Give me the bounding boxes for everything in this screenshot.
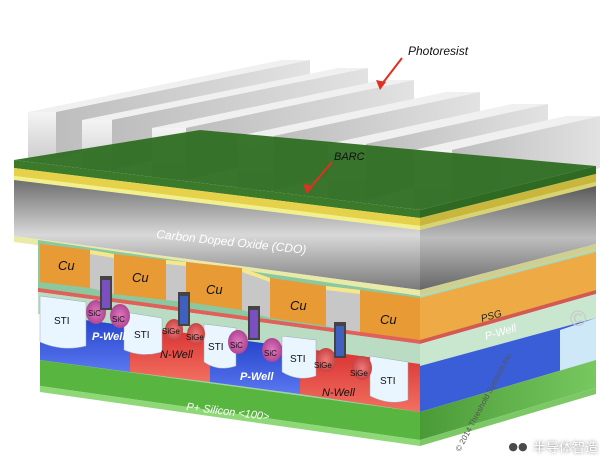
cu-label-3: Cu bbox=[206, 282, 223, 297]
cu-label-4: Cu bbox=[290, 298, 307, 313]
barc-label: BARC bbox=[334, 151, 365, 163]
copyright-symbol: © bbox=[570, 306, 586, 331]
sti-label-4: STI bbox=[290, 354, 306, 365]
substrate-layer bbox=[40, 360, 596, 446]
sige-label-1: SiGe bbox=[162, 327, 180, 336]
n-well-label-1: N-Well bbox=[160, 349, 193, 361]
p-well-label-1: P-Well bbox=[92, 331, 126, 343]
wechat-icon: ●● bbox=[508, 437, 528, 456]
cu-label-5: Cu bbox=[380, 312, 397, 327]
sige-label-2: SiGe bbox=[186, 333, 204, 342]
sti-label-3: STI bbox=[208, 342, 224, 353]
sic-label-4: SiC bbox=[264, 349, 277, 358]
p-well-label-2: P-Well bbox=[240, 371, 274, 383]
cu-label-2: Cu bbox=[132, 270, 149, 285]
sti-blocks bbox=[39, 295, 409, 403]
photoresist-arrow bbox=[376, 57, 403, 90]
gate-stacks bbox=[100, 276, 346, 358]
watermark: ●● 半导体智造 bbox=[508, 437, 598, 456]
cu-label-1: Cu bbox=[58, 258, 75, 273]
photoresist-label: Photoresist bbox=[408, 44, 469, 58]
sti-label-2: STI bbox=[134, 330, 150, 341]
sic-label-1: SiC bbox=[88, 309, 101, 318]
sic-label-3: SiC bbox=[230, 341, 243, 350]
sic-label-2: SiC bbox=[112, 315, 125, 324]
barc-arrow bbox=[303, 161, 333, 194]
watermark-text: 半导体智造 bbox=[532, 441, 598, 456]
n-well-label-2: N-Well bbox=[322, 387, 355, 399]
sige-label-3: SiGe bbox=[314, 361, 332, 370]
yellow-layer bbox=[14, 168, 596, 230]
barc-layer bbox=[14, 130, 596, 218]
sti-label-1: STI bbox=[54, 316, 70, 327]
sti-label-5: STI bbox=[380, 376, 396, 387]
sige-label-4: SiGe bbox=[350, 369, 368, 378]
